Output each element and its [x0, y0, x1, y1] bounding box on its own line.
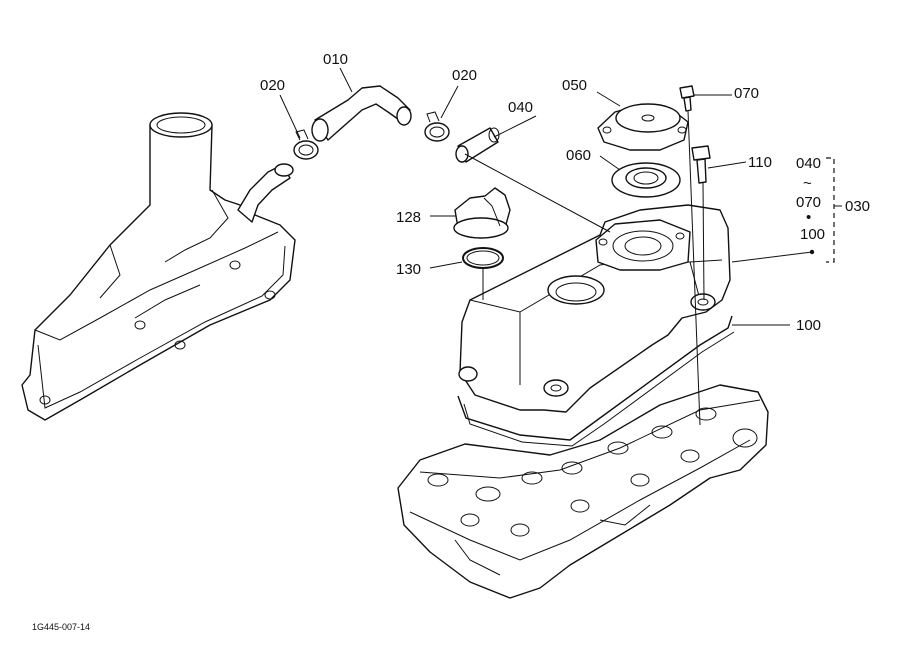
set-dot: •: [806, 209, 811, 226]
set-from-label: 040: [796, 155, 821, 172]
oil-filler-cap: [453, 187, 511, 239]
label-040: 040: [508, 99, 533, 116]
label-130: 130: [396, 261, 421, 278]
label-060: 060: [566, 147, 591, 164]
label-110: 110: [748, 154, 772, 171]
intake-manifold-drawing: [21, 112, 296, 421]
set-range-mark: ~: [803, 175, 812, 192]
cylinder-head: [397, 384, 769, 599]
breather-pipe: [455, 127, 500, 163]
label-020-right: 020: [452, 67, 477, 84]
label-010: 010: [323, 51, 348, 68]
label-128: 128: [396, 209, 421, 226]
set-bracket: 040 ~ 070 • 100 030: [796, 155, 870, 263]
label-020-left: 020: [260, 77, 285, 94]
label-100: 100: [796, 317, 821, 334]
leader-lines: [279, 67, 813, 426]
label-070: 070: [734, 85, 759, 102]
hose-clamp-left: [293, 129, 319, 160]
breather-element: [611, 162, 681, 198]
hose-clamp-right: [424, 111, 450, 142]
screw-070: [679, 85, 695, 112]
label-050: 050: [562, 77, 587, 94]
set-mid-label: 070: [796, 194, 821, 211]
breather-cover: [597, 103, 689, 151]
cylinder-head-cover: [457, 204, 735, 447]
breather-hose: [311, 85, 412, 142]
figure-code: 1G445-007-14: [32, 622, 90, 632]
bolt-110: [691, 145, 711, 184]
set-to-label: 100: [800, 226, 825, 243]
o-ring: [462, 247, 504, 269]
set-number-label: 030: [845, 198, 870, 215]
